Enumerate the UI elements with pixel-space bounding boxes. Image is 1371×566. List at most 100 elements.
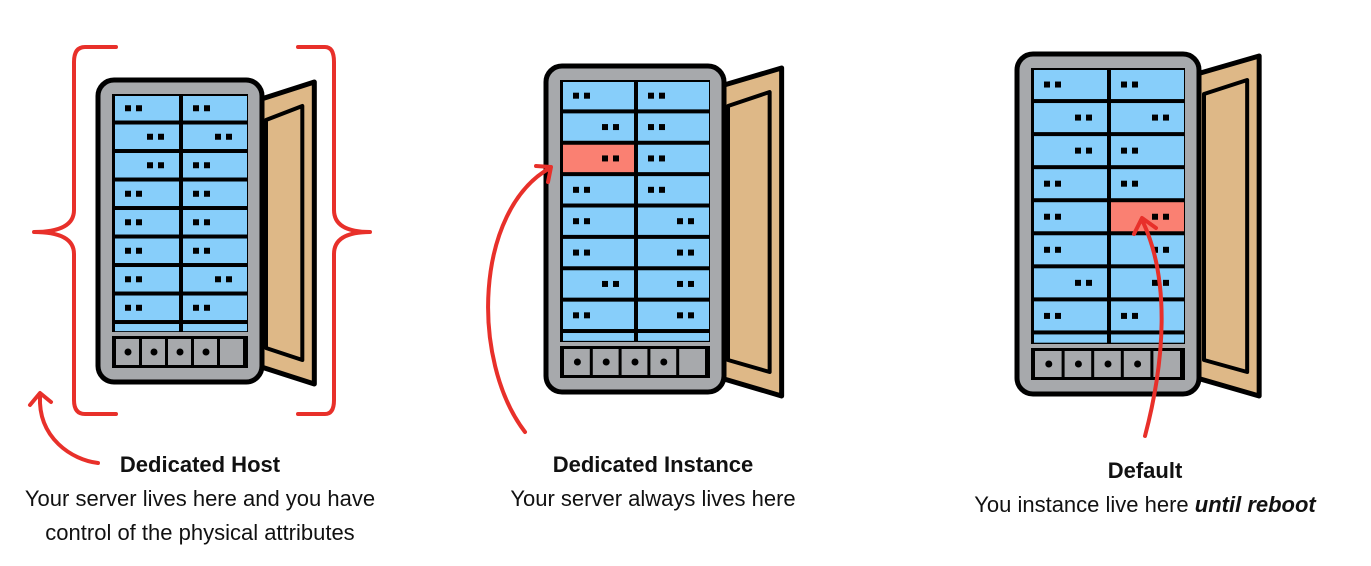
slot-led — [688, 280, 694, 287]
server-rack-icon — [1014, 51, 1262, 399]
server-rack-icon — [543, 63, 785, 399]
slot-led — [1044, 213, 1050, 220]
server-slot — [115, 238, 179, 264]
slot-led — [613, 124, 619, 131]
slot-led — [1132, 180, 1138, 187]
slot-led — [1086, 279, 1092, 286]
slot-led — [584, 218, 590, 225]
server-slot — [1034, 103, 1107, 133]
dedicated-host-title: Dedicated Host — [119, 452, 281, 477]
slot-led — [125, 219, 131, 226]
slot-led — [204, 162, 210, 169]
dedicated-host-description-line1: Your server lives here and you have — [24, 486, 376, 511]
slot-led — [573, 218, 579, 225]
server-slot — [563, 113, 634, 141]
server-slot — [1111, 268, 1184, 298]
slot-led — [1163, 279, 1169, 286]
slot-led — [688, 312, 694, 319]
vent-hole — [176, 348, 184, 356]
server-slot — [638, 270, 709, 298]
slot-led — [659, 92, 665, 99]
slot-led — [1121, 81, 1127, 88]
slot-led — [215, 276, 221, 283]
slot-led — [1055, 246, 1061, 253]
slot-led — [602, 155, 608, 162]
vent-hole — [1134, 360, 1142, 368]
slot-led — [136, 276, 142, 283]
slot-led — [204, 219, 210, 226]
pointer-arrow-icon — [486, 164, 553, 434]
slot-led — [1086, 114, 1092, 121]
vent-hole — [573, 358, 581, 366]
pointer-arrow-icon — [28, 391, 100, 465]
slot-led — [677, 312, 683, 319]
vent-hole — [660, 358, 668, 366]
dedicated-host-caption: Dedicated Host Your server lives here an… — [0, 448, 400, 550]
slot-led — [136, 219, 142, 226]
vent-hole — [150, 348, 158, 356]
dedicated-instance-description: Your server always lives here — [510, 486, 796, 511]
slot-led — [1132, 312, 1138, 319]
slot-led — [1075, 279, 1081, 286]
slot-led — [1152, 114, 1158, 121]
slot-led — [659, 124, 665, 131]
slot-led — [125, 276, 131, 283]
slot-led — [147, 133, 153, 140]
slot-led — [648, 155, 654, 162]
dedicated-host-description-line2: control of the physical attributes — [45, 520, 355, 545]
vent-hole — [202, 348, 210, 356]
slot-led — [584, 186, 590, 193]
slot-led — [125, 304, 131, 311]
slot-led — [158, 162, 164, 169]
server-slot — [183, 181, 247, 207]
slot-led — [1121, 180, 1127, 187]
slot-led — [613, 280, 619, 287]
slot-led — [1152, 279, 1158, 286]
server-slot-partial — [1034, 334, 1107, 343]
slot-led — [573, 249, 579, 256]
slot-led — [204, 247, 210, 254]
slot-led — [1132, 147, 1138, 154]
server-slot — [115, 181, 179, 207]
slot-led — [226, 276, 232, 283]
slot-led — [136, 247, 142, 254]
slot-led — [1163, 114, 1169, 121]
slot-led — [1044, 180, 1050, 187]
slot-led — [1075, 114, 1081, 121]
slot-led — [147, 162, 153, 169]
door-panel — [1202, 78, 1250, 374]
server-rack-icon — [95, 77, 317, 387]
vent-hole — [631, 358, 639, 366]
slot-led — [193, 190, 199, 197]
dedicated-instance-caption: Dedicated Instance Your server always li… — [480, 448, 826, 516]
server-slot-partial — [1111, 334, 1184, 343]
server-slot — [115, 295, 179, 321]
door-panel — [726, 90, 772, 374]
server-slot — [563, 270, 634, 298]
vent-hole — [1045, 360, 1053, 368]
vent-hole — [1104, 360, 1112, 368]
curly-bracket-icon — [32, 45, 372, 416]
slot-led — [602, 280, 608, 287]
server-slot — [115, 210, 179, 235]
server-slot — [1034, 268, 1107, 298]
slot-led — [215, 133, 221, 140]
pointer-arrow-icon — [1132, 216, 1164, 438]
slot-led — [584, 92, 590, 99]
slot-led — [677, 249, 683, 256]
left-curly-bracket — [32, 45, 118, 416]
server-slot — [183, 295, 247, 321]
vent-hole — [124, 348, 132, 356]
server-slot — [183, 238, 247, 264]
server-slot-partial — [638, 333, 709, 341]
server-slot — [183, 210, 247, 235]
highlighted-server-slot — [1111, 202, 1184, 232]
slot-led — [1055, 81, 1061, 88]
slot-led — [1075, 147, 1081, 154]
slot-led — [226, 133, 232, 140]
server-slot — [183, 96, 247, 121]
slot-led — [136, 304, 142, 311]
server-slot — [115, 267, 179, 292]
slot-led — [204, 304, 210, 311]
